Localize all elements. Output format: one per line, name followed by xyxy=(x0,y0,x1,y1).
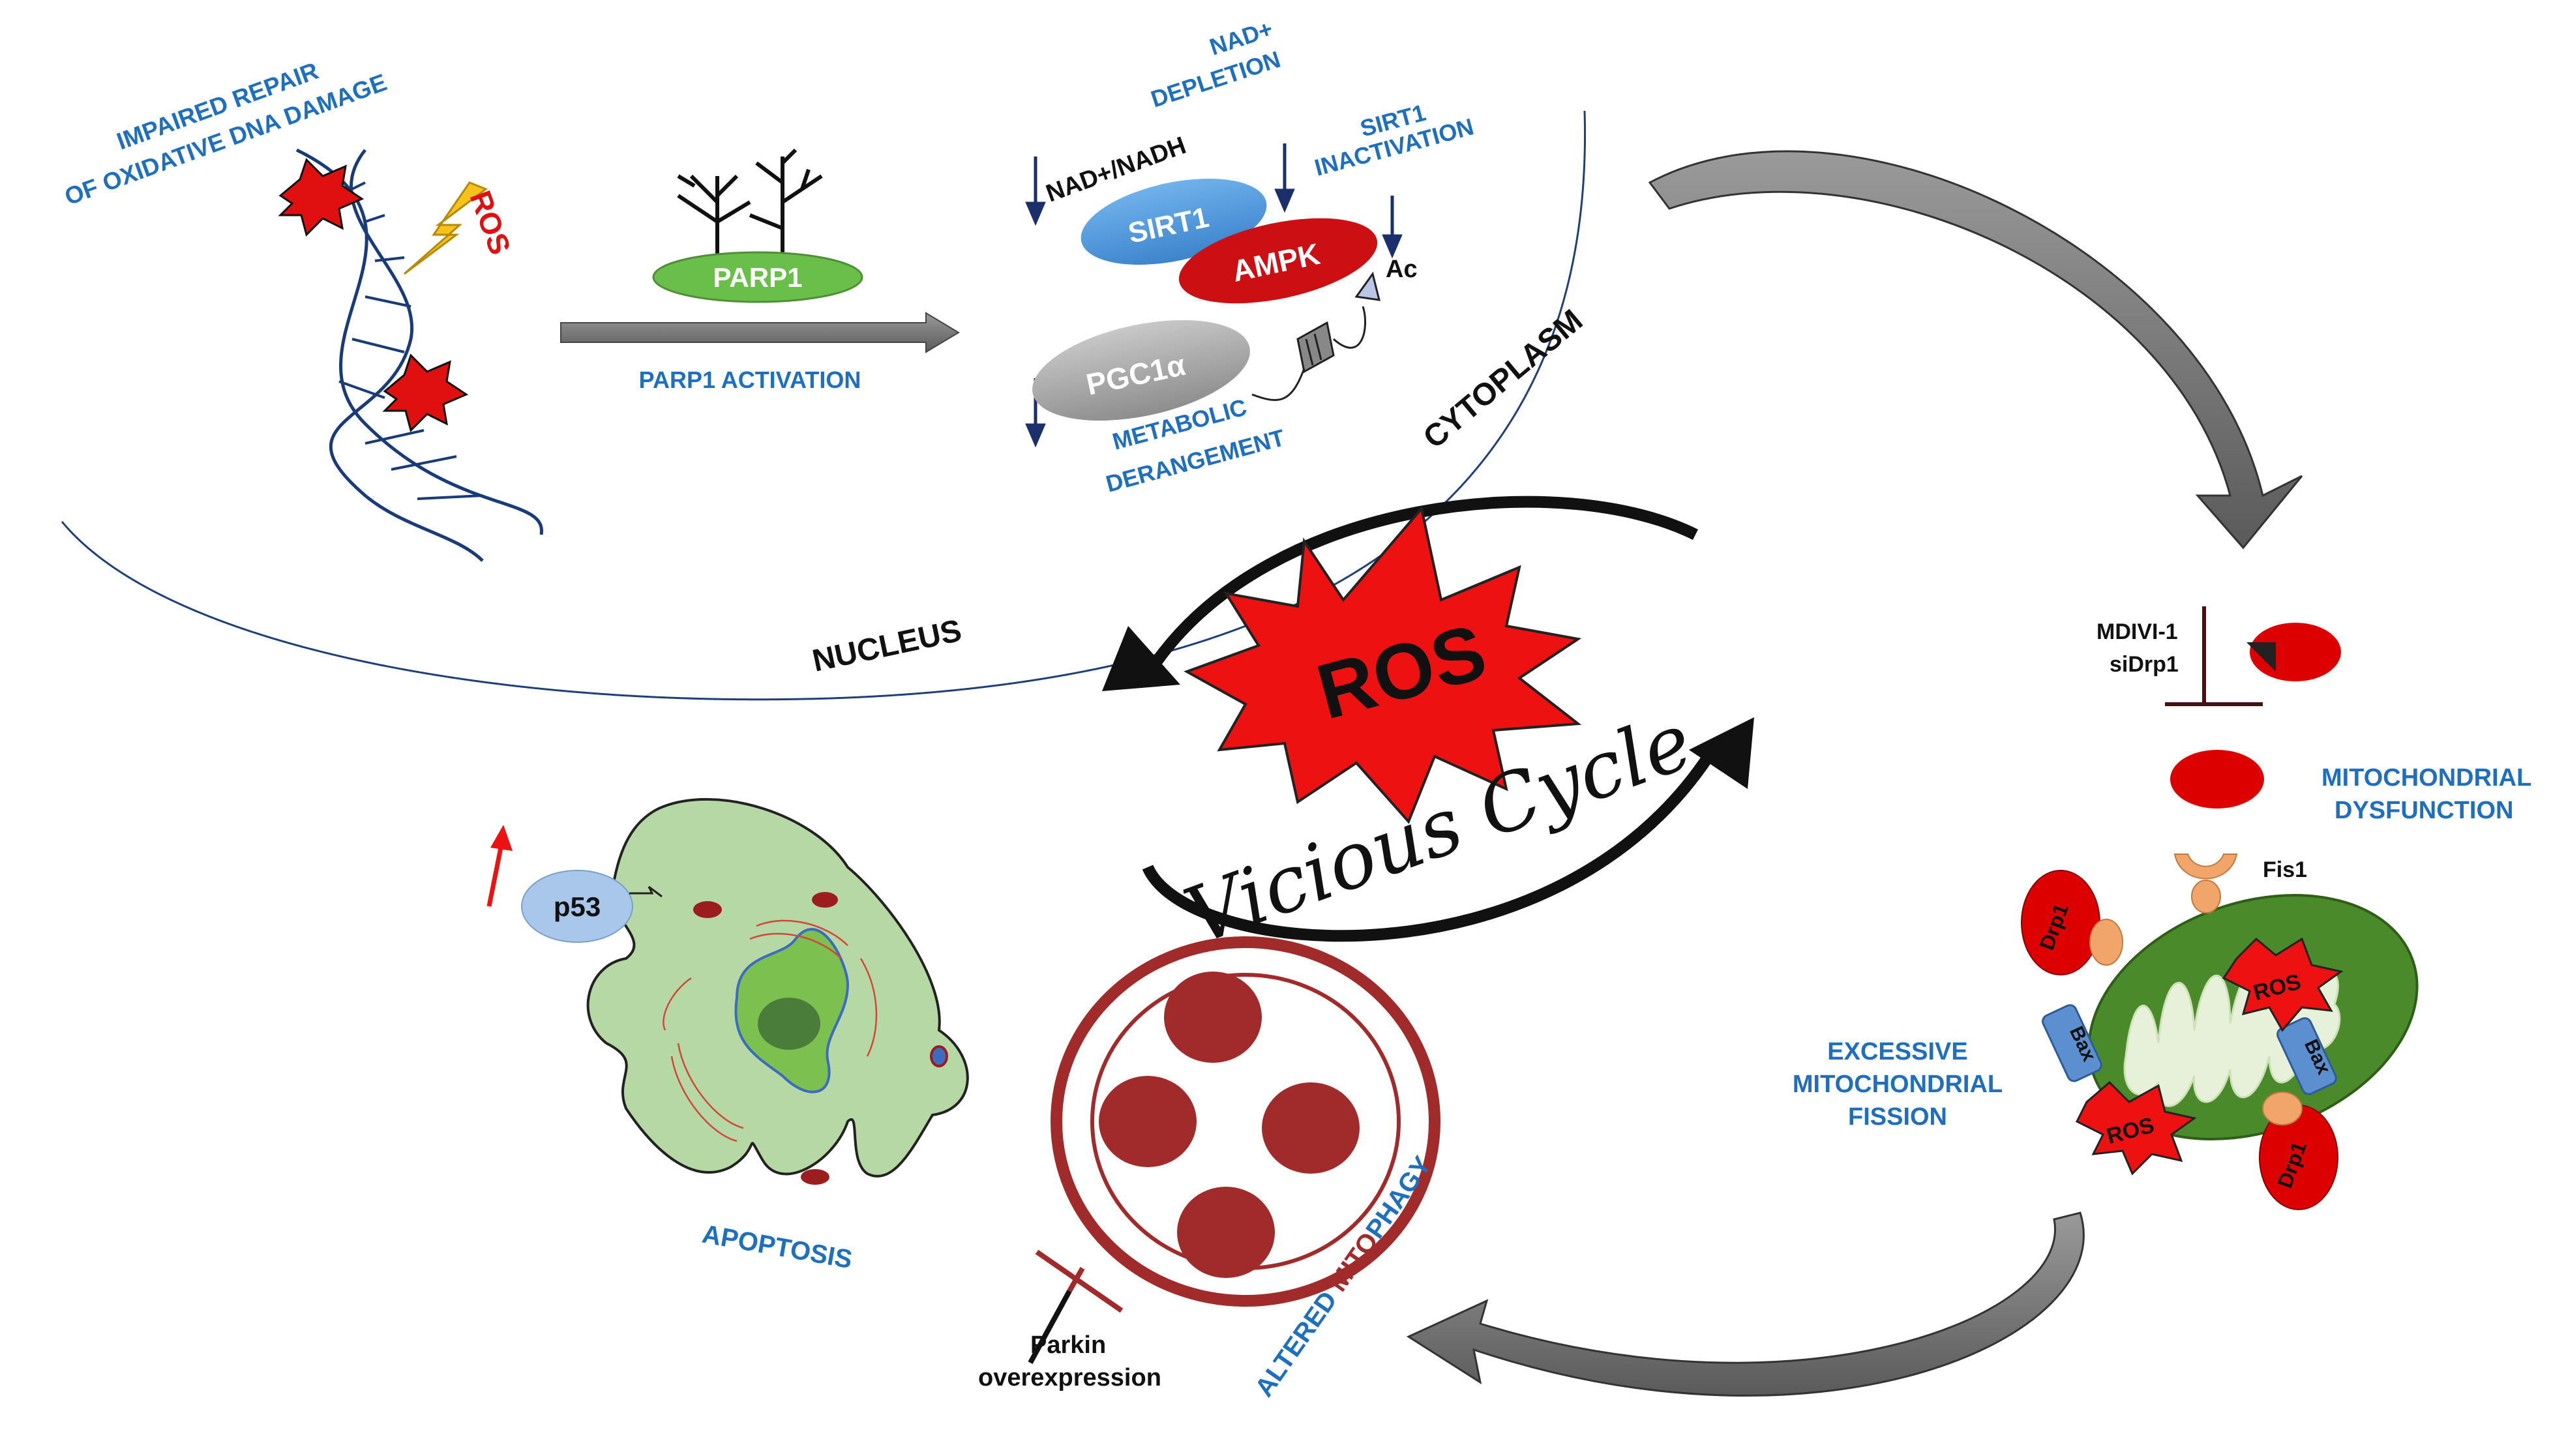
mito-dysfunction-label-1: MITOCHONDRIAL xyxy=(2321,764,2531,792)
mdivi-label: MDIVI-1 xyxy=(2096,619,2178,644)
fission-label-2: MITOCHONDRIAL xyxy=(1793,1071,2003,1098)
dna-damage-burst-bottom xyxy=(382,353,469,432)
ac-label: Ac xyxy=(1386,256,1418,283)
drp1-bottom-linker xyxy=(2262,1092,2303,1125)
dna-damage-burst-top xyxy=(278,158,365,237)
cell-organelle-4 xyxy=(930,1045,948,1067)
bax-right xyxy=(2276,1017,2337,1095)
cycle-arrow-nucleus-to-mito xyxy=(1648,150,2303,550)
inhibition-bar-icon xyxy=(2165,606,2263,706)
parp1-activation-label: PARP1 ACTIVATION xyxy=(639,366,861,393)
vicious-cycle-arrowhead-right xyxy=(1689,717,1754,789)
bax-left xyxy=(2042,1004,2102,1082)
autophagosome-outer xyxy=(1051,936,1440,1307)
central-ros-burst xyxy=(1184,505,1582,824)
acetyl-tag-icon xyxy=(1251,271,1380,402)
parkin-label-1: Parkin xyxy=(1030,1331,1106,1359)
dna-helix xyxy=(295,148,543,562)
parp1-activation-arrow xyxy=(560,312,960,353)
up-arrow-icon xyxy=(486,825,513,907)
fission-label-3: FISSION xyxy=(1848,1103,1947,1131)
cycle-arrow-mito-to-mitophagy xyxy=(1406,1211,2085,1397)
mito-ros-burst-2 xyxy=(2075,1080,2197,1176)
ros-lightning-icon xyxy=(404,181,488,275)
engulfed-mito-4 xyxy=(1177,1187,1275,1278)
pgc1a-protein xyxy=(1032,319,1250,421)
dna-ros-label: ROS xyxy=(464,186,518,259)
sidrp1-label: siDrp1 xyxy=(2110,652,2179,677)
parkin-label-2: overexpression xyxy=(978,1364,1161,1391)
parp1-protein xyxy=(652,251,863,303)
fission-label-1: EXCESSIVE xyxy=(1827,1038,1967,1065)
p53-tether xyxy=(629,885,663,898)
cell-filaments xyxy=(663,919,878,1142)
mito-small-2 xyxy=(2170,750,2264,809)
parp1-label: PARP1 xyxy=(713,262,803,293)
cell-organelle-2 xyxy=(812,892,838,908)
parkin-inhibition-icon xyxy=(1028,1249,1124,1364)
engulfed-mito-1 xyxy=(1164,972,1262,1063)
cell-organelle-1 xyxy=(693,901,722,918)
apoptosis-label: APOPTOSIS xyxy=(700,1220,854,1275)
cell-nucleolus xyxy=(758,998,820,1050)
fis1-receptor xyxy=(2173,854,2238,880)
ampk-protein xyxy=(1178,218,1378,304)
par-chains xyxy=(677,148,823,267)
altered-mitophagy-label: ALTERED MITOPHAGY xyxy=(1249,1151,1437,1402)
cell-organelle-3 xyxy=(801,1169,829,1185)
engulfed-mito-3 xyxy=(1262,1082,1360,1174)
fis1-stalk xyxy=(2191,880,2221,914)
mito-small-1-notch xyxy=(2246,642,2276,672)
down-arrows xyxy=(1025,143,1403,448)
fis1-label: Fis1 xyxy=(2263,857,2307,882)
p53-protein xyxy=(521,870,633,943)
drp1-top-linker xyxy=(2089,919,2123,966)
mito-dysfunction-label-2: DYSFUNCTION xyxy=(2335,797,2513,824)
vicious-cycle-arrow-lower xyxy=(1142,752,1714,942)
nucleus-label: NUCLEUS xyxy=(809,614,964,679)
mito-ros-burst-1 xyxy=(2222,937,2344,1032)
nucleus-membrane xyxy=(61,110,1586,701)
vicious-cycle-arrowhead-left xyxy=(1102,626,1180,691)
p53-label: p53 xyxy=(554,891,601,922)
engulfed-mito-2 xyxy=(1099,1076,1197,1167)
